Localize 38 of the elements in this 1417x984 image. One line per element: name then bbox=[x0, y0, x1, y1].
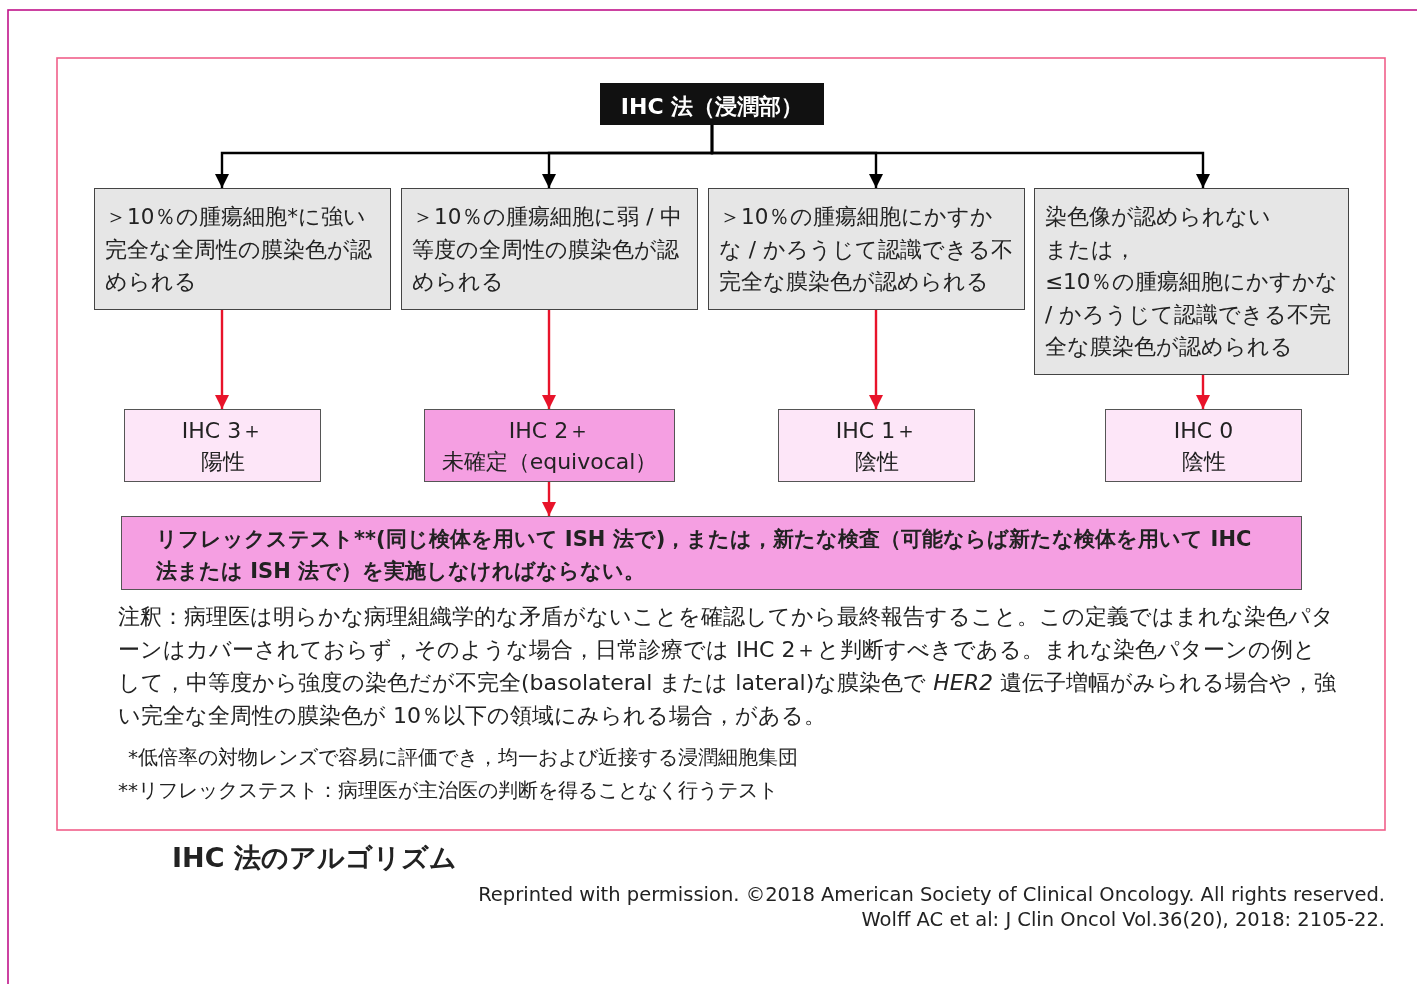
result-box bbox=[124, 409, 321, 482]
box-text: ＞10％の腫瘍細胞に弱 / 中等度の全周性の膜染色が認められる bbox=[412, 203, 684, 296]
box-text: 染色像が認められない bbox=[1045, 203, 1271, 231]
arrow bbox=[542, 482, 556, 516]
action-text: リフレックステスト**(同じ検体を用いて ISH 法で)，または，新たな検査（可能ならば新たな検体を用いて IHC 法または ISH 法で）を実施しなければならない。 bbox=[156, 526, 1253, 585]
process-box bbox=[708, 188, 1025, 310]
box-text: ≤10％の腫瘍細胞にかすかな / かろうじて認識できる不完全な膜染色が認められる bbox=[1045, 268, 1340, 361]
arrow bbox=[215, 310, 229, 409]
result-box bbox=[424, 409, 675, 482]
result-text: IHC 3＋ bbox=[181, 417, 264, 445]
result-text: IHC 2＋ bbox=[508, 417, 591, 445]
arrow bbox=[1196, 375, 1210, 409]
footnote: **リフレックステスト：病理医が主治医の判断を得ることなく行うテスト bbox=[118, 777, 778, 804]
result-text: 陰性 bbox=[1181, 448, 1226, 476]
arrow bbox=[869, 310, 883, 409]
result-text: IHC 1＋ bbox=[835, 417, 918, 445]
heading-box bbox=[600, 83, 824, 125]
credit-text: Reprinted with permission. ©2018 American Society of Clinical Oncology. All rights reserved. bbox=[478, 883, 1385, 906]
arrow bbox=[542, 310, 556, 409]
process-box bbox=[1034, 188, 1349, 375]
action-box bbox=[121, 516, 1302, 590]
box-text: ＞10％の腫瘍細胞にかすかな / かろうじて認識できる不完全な膜染色が認められる bbox=[719, 203, 1014, 296]
process-box bbox=[94, 188, 391, 310]
result-text: 陽性 bbox=[200, 448, 245, 476]
heading-text: IHC 法（浸潤部） bbox=[620, 93, 804, 121]
box-text: ＞10％の腫瘍細胞*に強い完全な全周性の膜染色が認められる bbox=[105, 203, 373, 296]
arrow bbox=[710, 125, 1210, 188]
result-text: 陰性 bbox=[854, 448, 899, 476]
credit-text: Wolff AC et al: J Clin Oncol Vol.36(20), 2018: 2105-22. bbox=[861, 908, 1385, 931]
footnote: *低倍率の対物レンズで容易に評価でき，均一および近接する浸潤細胞集団 bbox=[128, 744, 798, 771]
result-text: IHC 0 bbox=[1173, 417, 1234, 445]
note-text: 注釈：病理医は明らかな病理組織学的な矛盾がないことを確認してから最終報告すること。この定義ではまれな染色パターンはカバーされておらず，そのような場合，日常診療では IHC 2＋と判断すべきである。まれな染色パターンの例として，中等度から強度の染色だが不完全(basolateral または lateral)な膜染色で HER2 遺伝子増幅がみられる場合や，強い完全な全周性の膜染色が 10％以下の領域にみられる場合，がある。 bbox=[118, 603, 1338, 730]
result-box bbox=[778, 409, 975, 482]
process-box bbox=[401, 188, 698, 310]
result-box bbox=[1105, 409, 1302, 482]
result-text: 未確定（equivocal） bbox=[441, 448, 658, 476]
box-text: または， bbox=[1045, 235, 1136, 264]
caption: IHC 法のアルゴリズム bbox=[172, 841, 457, 875]
